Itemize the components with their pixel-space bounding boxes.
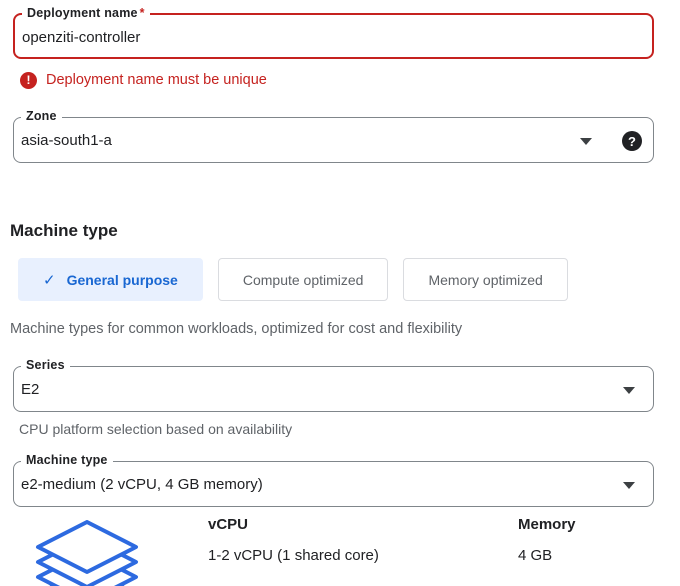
help-icon[interactable]: ?	[622, 131, 642, 151]
tab-general-purpose[interactable]: ✓ General purpose	[18, 258, 203, 301]
dropdown-caret-icon[interactable]	[580, 138, 592, 145]
spec-memory: Memory 4 GB	[518, 516, 576, 565]
deployment-name-label-text: Deployment name	[27, 6, 138, 20]
deployment-name-label: Deployment name*	[22, 6, 150, 21]
machine-family-tabs: ✓ General purpose Compute optimized Memo…	[18, 258, 654, 301]
error-icon: !	[20, 71, 37, 89]
spec-memory-header: Memory	[518, 516, 576, 533]
machine-series-layers-icon	[36, 520, 138, 586]
machine-type-heading: Machine type	[10, 221, 118, 240]
machine-specs: vCPU 1-2 vCPU (1 shared core) Memory 4 G…	[13, 513, 654, 586]
tab-label: Memory optimized	[428, 271, 543, 288]
machine-type-field[interactable]: Machine type e2-medium (2 vCPU, 4 GB mem…	[13, 453, 654, 507]
required-asterisk: *	[139, 6, 145, 20]
spec-vcpu-header: vCPU	[208, 516, 249, 533]
deployment-name-error: ! Deployment name must be unique	[20, 71, 654, 89]
tab-memory-optimized[interactable]: Memory optimized	[403, 258, 568, 301]
tab-compute-optimized[interactable]: Compute optimized	[217, 258, 389, 301]
zone-value: asia-south1-a	[21, 132, 112, 149]
dropdown-caret-icon[interactable]	[623, 482, 635, 489]
dropdown-caret-icon[interactable]	[623, 387, 635, 394]
tab-label: General purpose	[66, 271, 178, 288]
spec-memory-value: 4 GB	[518, 547, 553, 564]
check-icon: ✓	[43, 271, 56, 289]
series-label: Series	[21, 358, 70, 373]
series-value: E2	[21, 381, 40, 398]
machine-type-description: Machine types for common workloads, opti…	[10, 321, 463, 337]
series-field[interactable]: Series E2	[13, 358, 654, 412]
tab-label: Compute optimized	[242, 271, 364, 288]
series-helper-text: CPU platform selection based on availabi…	[19, 421, 293, 437]
deployment-name-field[interactable]: Deployment name* openziti-controller	[13, 6, 654, 59]
spec-vcpu: vCPU 1-2 vCPU (1 shared core)	[208, 516, 379, 565]
error-message: Deployment name must be unique	[46, 72, 267, 88]
spec-vcpu-value: 1-2 vCPU (1 shared core)	[208, 547, 379, 564]
machine-type-value: e2-medium (2 vCPU, 4 GB memory)	[21, 476, 263, 493]
machine-type-label: Machine type	[21, 453, 113, 468]
zone-label: Zone	[21, 109, 62, 124]
zone-field[interactable]: Zone asia-south1-a ?	[13, 109, 654, 163]
deployment-name-value: openziti-controller	[22, 29, 141, 46]
deployment-form: Deployment name* openziti-controller ! D…	[10, 0, 654, 586]
